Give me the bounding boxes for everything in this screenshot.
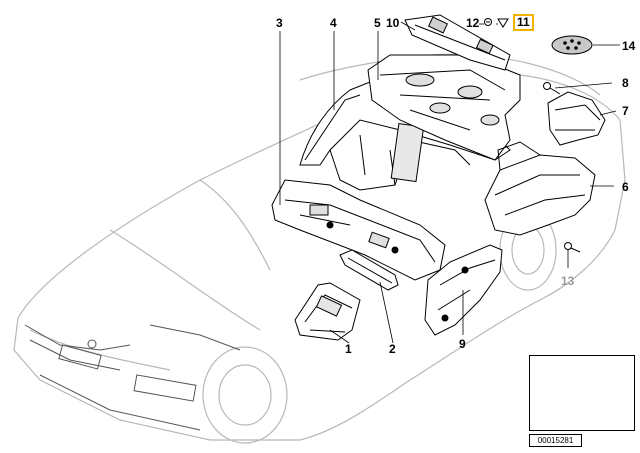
part-2-tunnel-strip (339, 249, 399, 291)
part-9-side-panel (424, 244, 503, 336)
car-outline (13, 53, 626, 444)
callout-1[interactable]: 1 (345, 342, 352, 356)
part-13-screw (564, 242, 581, 253)
callout-11[interactable]: 11 (513, 14, 534, 31)
part-6-wheel-arch-cover (484, 141, 596, 236)
part-14-round-pad (551, 35, 593, 55)
leader-lines (279, 21, 620, 344)
location-thumbnail (529, 355, 635, 431)
fasteners (484, 18, 581, 253)
part-10-shelf-trim (404, 14, 511, 71)
callout-12[interactable]: 12 (466, 16, 480, 30)
part-11-clip (497, 18, 509, 28)
part-12-clip (484, 18, 492, 26)
callout-10[interactable]: 10 (386, 16, 400, 30)
callout-6[interactable]: 6 (622, 180, 629, 194)
part-3-floor-panel (271, 179, 446, 281)
part-7-corner-trim (547, 91, 606, 146)
part-1-floor-insert (294, 282, 361, 341)
part-8-screw (543, 82, 561, 95)
callout-7[interactable]: 7 (622, 104, 629, 118)
callout-14[interactable]: 14 (622, 39, 636, 53)
callout-9[interactable]: 9 (459, 337, 466, 351)
part-5-rear-shelf (367, 54, 521, 161)
callout-8[interactable]: 8 (622, 76, 629, 90)
callout-2[interactable]: 2 (389, 342, 396, 356)
callout-3[interactable]: 3 (276, 16, 283, 30)
callout-4[interactable]: 4 (330, 16, 337, 30)
callout-5[interactable]: 5 (374, 16, 381, 30)
reference-code: 00015281 (529, 434, 582, 447)
callout-13[interactable]: 13 (561, 274, 575, 288)
car-front-detail (24, 324, 241, 431)
